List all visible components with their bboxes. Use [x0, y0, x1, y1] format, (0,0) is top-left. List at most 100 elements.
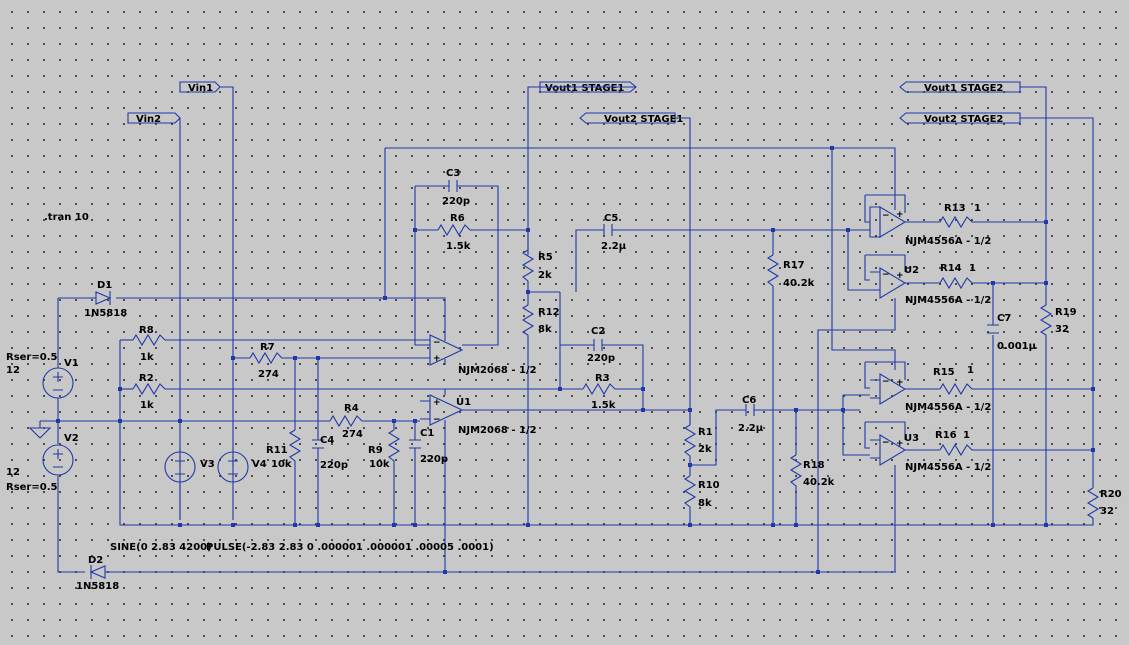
opamp-u1-b[interactable]: + − U1 NJM2068 - 1/2: [420, 389, 537, 436]
resistor-r15[interactable]: R15 1: [933, 365, 975, 396]
svg-text:R6: R6: [450, 213, 465, 224]
svg-text:R10: R10: [698, 480, 720, 491]
svg-text:R9: R9: [368, 445, 383, 456]
resistor-r16[interactable]: R16 1: [935, 430, 975, 457]
svg-text:2k: 2k: [538, 270, 552, 281]
svg-text:1: 1: [963, 430, 970, 441]
resistor-r4[interactable]: R4 274: [329, 403, 366, 440]
svg-text:1.5k: 1.5k: [446, 241, 471, 252]
resistor-r18[interactable]: R18 40.2k: [789, 454, 835, 490]
svg-text:12: 12: [6, 467, 20, 478]
svg-text:2k: 2k: [698, 444, 712, 455]
svg-text:V2: V2: [64, 433, 79, 444]
voltage-source-v2[interactable]: V2 12 Rser=0.5: [6, 433, 79, 493]
capacitor-c7[interactable]: C7 0.001µ: [987, 313, 1037, 352]
net-label-vout1-stage1[interactable]: Vout1 STAGE1: [539, 81, 637, 94]
svg-text:8k: 8k: [538, 324, 552, 335]
tran-directive[interactable]: .tran 10: [44, 212, 89, 223]
junctions: [56, 146, 1095, 574]
opamp-u2-a[interactable]: − + NJM4556A - 1/2: [869, 206, 991, 247]
svg-text:V1: V1: [64, 358, 79, 369]
resistor-r3[interactable]: R3 1.5k: [582, 373, 617, 411]
opamp-u2-b[interactable]: − + U2 NJM4556A - 1/2: [870, 265, 991, 306]
svg-text:NJM2068 - 1/2: NJM2068 - 1/2: [458, 425, 537, 436]
svg-text:C1: C1: [420, 428, 434, 439]
svg-text:C6: C6: [742, 395, 756, 406]
svg-text:Vin2: Vin2: [136, 114, 161, 125]
svg-text:+: +: [896, 210, 904, 220]
svg-text:+: +: [433, 354, 441, 364]
svg-text:−: −: [433, 415, 441, 425]
net-label-vout2-stage1[interactable]: Vout2 STAGE1: [579, 112, 683, 125]
svg-text:10k: 10k: [369, 459, 390, 470]
net-label-vin2[interactable]: Vin2: [127, 112, 181, 125]
resistor-r12[interactable]: R12 8k: [521, 304, 560, 336]
resistor-r5[interactable]: R5 2k: [521, 249, 553, 283]
resistor-r10[interactable]: R10 8k: [683, 475, 720, 510]
resistor-r2[interactable]: R2 1k: [132, 373, 169, 411]
svg-text:32: 32: [1055, 324, 1069, 335]
opamp-u1-a[interactable]: − + NJM2068 - 1/2: [420, 334, 537, 376]
svg-text:NJM4556A - 1/2: NJM4556A - 1/2: [905, 295, 991, 306]
resistor-r14[interactable]: R14 1: [939, 263, 976, 290]
svg-text:−: −: [882, 211, 890, 221]
svg-text:1k: 1k: [140, 400, 154, 411]
net-label-vout1-stage2[interactable]: Vout1 STAGE2: [899, 81, 1021, 94]
diode-d2[interactable]: D2 1N5818: [76, 555, 119, 592]
svg-text:1: 1: [974, 203, 981, 214]
svg-text:220p: 220p: [420, 454, 448, 465]
resistor-r6[interactable]: R6 1.5k: [437, 213, 474, 252]
svg-text:1: 1: [969, 263, 976, 274]
diode-d1[interactable]: D1 1N5818: [84, 280, 127, 319]
resistor-r8[interactable]: R8 1k: [132, 325, 169, 363]
svg-text:R15: R15: [933, 367, 955, 378]
resistor-r9[interactable]: R9 10k: [368, 429, 401, 470]
svg-text:D1: D1: [97, 280, 112, 291]
capacitor-c4[interactable]: C4 220p: [312, 435, 348, 471]
voltage-source-v1[interactable]: V1 Rser=0.5 12: [6, 352, 79, 399]
resistor-r20[interactable]: R20 32: [1086, 487, 1122, 519]
capacitor-c6[interactable]: C6 2.2µ: [738, 395, 764, 434]
svg-text:U1: U1: [456, 397, 471, 408]
svg-text:R18: R18: [803, 460, 825, 471]
svg-text:10k: 10k: [271, 459, 292, 470]
resistor-r17[interactable]: R17 40.2k: [766, 254, 815, 290]
svg-text:R4: R4: [344, 403, 359, 414]
capacitor-c2[interactable]: C2 220p: [587, 326, 615, 364]
voltage-source-v3[interactable]: V3: [164, 448, 215, 520]
svg-text:R16: R16: [935, 430, 957, 441]
svg-text:Vout1 STAGE1: Vout1 STAGE1: [545, 83, 624, 94]
opamp-u3-b[interactable]: − + U3 NJM4556A - 1/2: [870, 433, 991, 473]
net-label-vin1[interactable]: Vin1: [179, 81, 221, 94]
net-label-vout2-stage2[interactable]: Vout2 STAGE2: [899, 112, 1021, 125]
svg-text:Rser=0.5: Rser=0.5: [6, 352, 58, 363]
svg-text:220p: 220p: [320, 460, 348, 471]
svg-text:220p: 220p: [442, 196, 470, 207]
resistor-r11[interactable]: R11 10k: [266, 429, 302, 470]
capacitor-c5[interactable]: C5 2.2µ: [601, 213, 627, 252]
svg-text:R17: R17: [783, 260, 805, 271]
capacitor-c1[interactable]: C1 220p: [409, 428, 448, 465]
resistor-r7[interactable]: R7 274: [249, 342, 285, 380]
sine-source-function[interactable]: SINE(0 2.83 4200): [110, 542, 212, 553]
svg-text:−: −: [882, 377, 890, 387]
voltage-source-v4[interactable]: V4: [217, 451, 267, 483]
svg-text:R20: R20: [1100, 489, 1122, 500]
svg-text:D2: D2: [88, 555, 103, 566]
resistor-r1[interactable]: R1 2k: [683, 424, 713, 458]
svg-text:R13: R13: [944, 203, 966, 214]
svg-text:Vin1: Vin1: [188, 83, 213, 94]
svg-text:R8: R8: [139, 325, 154, 336]
svg-text:−: −: [882, 438, 890, 448]
svg-text:R12: R12: [538, 307, 560, 318]
svg-text:Vout2 STAGE1: Vout2 STAGE1: [604, 114, 683, 125]
svg-text:Rser=0.5: Rser=0.5: [6, 482, 58, 493]
ground-symbol[interactable]: [28, 421, 52, 439]
resistor-r13[interactable]: R13 1: [939, 203, 981, 229]
resistor-r19[interactable]: R19 32: [1039, 304, 1077, 338]
capacitor-c3[interactable]: C3 220p: [442, 168, 470, 207]
opamp-u3-a[interactable]: − + NJM4556A - 1/2: [870, 373, 991, 413]
svg-text:40.2k: 40.2k: [783, 278, 815, 289]
pulse-source-function[interactable]: PULSE(-2.83 2.83 0 .000001 .000001 .0000…: [206, 542, 494, 553]
